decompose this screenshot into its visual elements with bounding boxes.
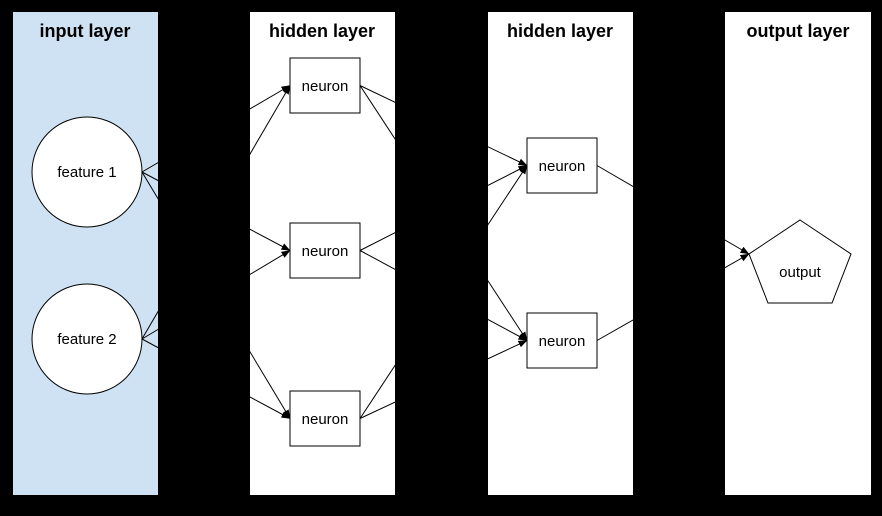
node-feature2: feature 2 [31,283,143,395]
panel-title-hidden-layer-2: hidden layer [507,21,613,41]
edge-feature1-h1n1 [141,85,291,173]
hidden1-neuron3-label: neuron [302,411,349,428]
hidden1-neuron3-box [289,390,361,447]
node-output: output [748,219,852,304]
panel-title-hidden-layer-1: hidden layer [269,21,375,41]
node-hidden1-neuron3: neuron [289,390,361,447]
panel-hidden-layer-2 [488,12,633,495]
edge-h2n1-output [596,165,750,255]
edge-h1n1-h2n2 [359,85,528,341]
nodes: feature 1 feature 2 neuron neuron neuron [31,57,852,447]
panel-titles: input layer hidden layer hidden layer ou… [39,21,849,41]
edge-feature2-h1n2 [141,250,291,340]
hidden2-neuron2-box [526,312,598,369]
node-hidden1-neuron1: neuron [289,57,361,114]
feature2-label: feature 2 [57,331,116,348]
edge-feature2-h1n1 [141,85,291,340]
hidden2-neuron2-label: neuron [539,333,586,350]
hidden1-neuron2-label: neuron [302,243,349,260]
panel-title-output-layer: output layer [746,21,849,41]
edge-h2n2-output [596,253,750,341]
hidden1-neuron1-label: neuron [302,78,349,95]
hidden2-neuron1-label: neuron [539,158,586,175]
hidden2-neuron1-box [526,137,598,194]
node-hidden2-neuron1: neuron [526,137,598,194]
feature1-circle [31,116,143,228]
edge-h1n2-h2n2 [359,250,528,341]
node-hidden1-neuron2: neuron [289,222,361,279]
edge-h1n3-h2n2 [359,340,528,419]
hidden1-neuron2-box [289,222,361,279]
edge-feature2-h1n3 [141,338,291,419]
hidden1-neuron1-box [289,57,361,114]
panel-title-input-layer: input layer [39,21,130,41]
edge-h1n1-h2n1 [359,85,528,166]
edge-h1n3-h2n1 [359,165,528,419]
output-pentagon [748,219,852,304]
feature2-circle [31,283,143,395]
node-feature1: feature 1 [31,116,143,228]
feature1-label: feature 1 [57,164,116,181]
panels [13,12,871,495]
node-hidden2-neuron2: neuron [526,312,598,369]
output-label: output [779,264,822,281]
panel-input-layer [13,12,158,495]
edge-h1n2-h2n1 [359,165,528,251]
edge-feature1-h1n2 [141,171,291,251]
edges [141,85,750,419]
